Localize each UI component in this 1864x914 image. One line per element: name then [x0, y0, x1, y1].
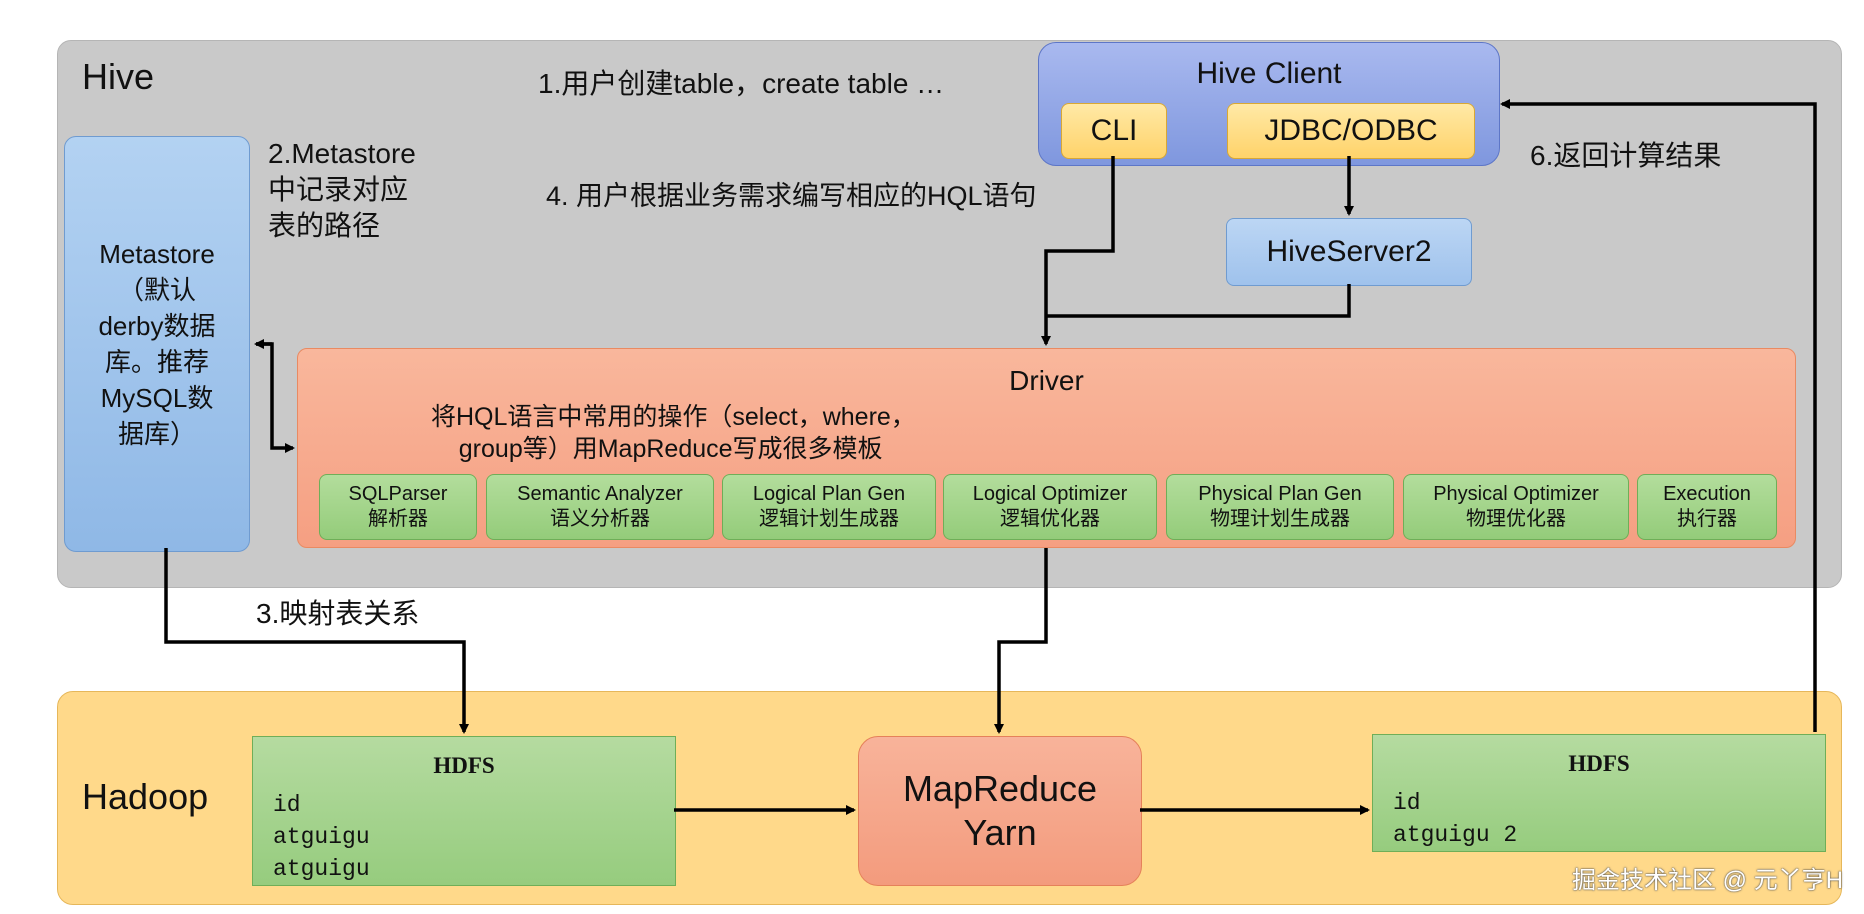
arrow-cli-to-driver [1041, 156, 1115, 346]
component-en: Semantic Analyzer [517, 483, 683, 505]
step-1-label: 1.用户创建table，create table … [538, 68, 945, 99]
component-en: Execution [1663, 483, 1751, 505]
driver-desc-line-1: 将HQL语言中常用的操作（select，where， [431, 403, 916, 431]
watermark-text: 掘金技术社区 @ 元丫亨H [1572, 867, 1844, 894]
component-en: Physical Optimizer [1433, 483, 1599, 505]
component-en: Logical Optimizer [972, 483, 1128, 505]
component-en: Physical Plan Gen [1198, 483, 1362, 505]
component-zh: 解析器 [368, 508, 428, 530]
hdfs-output-title: HDFS [1568, 751, 1630, 776]
arrow-driver-to-mapreduce [994, 548, 1048, 734]
hive-title: Hive [82, 56, 155, 97]
component-zh: 物理计划生成器 [1210, 508, 1350, 530]
arrow-result-to-client [1500, 99, 1817, 732]
mapreduce-yarn-box: MapReduce Yarn [858, 736, 1142, 886]
component-sqlparser: SQLParser 解析器 [319, 474, 477, 540]
component-logical-plan-gen: Logical Plan Gen 逻辑计划生成器 [722, 474, 936, 540]
component-zh: 逻辑优化器 [1000, 508, 1100, 530]
component-zh: 语义分析器 [550, 508, 650, 530]
hdfs-input-title: HDFS [433, 753, 495, 778]
mapreduce-label: MapReduce [902, 768, 1098, 809]
jdbc-odbc-button[interactable]: JDBC/ODBC [1227, 103, 1475, 159]
component-en: Logical Plan Gen [752, 483, 906, 505]
hdfs-output-box: HDFS id atguigu 2 [1372, 734, 1826, 852]
arrow-hiveserver2-to-driver [1046, 284, 1351, 318]
step-6-label: 6.返回计算结果 [1530, 140, 1722, 171]
component-semantic-analyzer: Semantic Analyzer 语义分析器 [486, 474, 714, 540]
component-zh: 物理优化器 [1466, 508, 1566, 530]
hive-client-title: Hive Client [1196, 57, 1342, 90]
hdfs-input-box: HDFS id atguigu atguigu [252, 736, 676, 886]
step-2-label: 2.Metastore 中记录对应 表的路径 [268, 138, 416, 241]
step-3-label: 3.映射表关系 [256, 598, 420, 629]
driver-description: 将HQL语言中常用的操作（select，where， group等）用MapRe… [431, 401, 916, 465]
hive-client-box: Hive Client CLI JDBC/ODBC [1038, 42, 1500, 166]
hiveserver2-box: HiveServer2 [1226, 218, 1472, 286]
yarn-label: Yarn [963, 812, 1037, 853]
component-en: SQLParser [348, 483, 448, 505]
component-zh: 执行器 [1677, 508, 1737, 530]
hadoop-title: Hadoop [82, 776, 209, 817]
arrow-metastore-to-hdfs [164, 548, 469, 734]
step-4-label: 4. 用户根据业务需求编写相应的HQL语句 [546, 181, 1037, 211]
component-physical-plan-gen: Physical Plan Gen 物理计划生成器 [1166, 474, 1394, 540]
component-logical-optimizer: Logical Optimizer 逻辑优化器 [943, 474, 1157, 540]
arrow-metastore-driver [256, 342, 295, 453]
component-physical-optimizer: Physical Optimizer 物理优化器 [1403, 474, 1629, 540]
driver-title: Driver [1009, 365, 1084, 396]
hdfs-output-rows: id atguigu 2 [1393, 790, 1518, 848]
hdfs-input-rows: id atguigu atguigu [273, 792, 370, 882]
component-zh: 逻辑计划生成器 [759, 508, 899, 530]
component-execution: Execution 执行器 [1637, 474, 1777, 540]
driver-desc-line-2: group等）用MapReduce写成很多模板 [431, 435, 883, 463]
metastore-box: Metastore （默认 derby数据 库。推荐 MySQL数 据库） [64, 136, 250, 552]
